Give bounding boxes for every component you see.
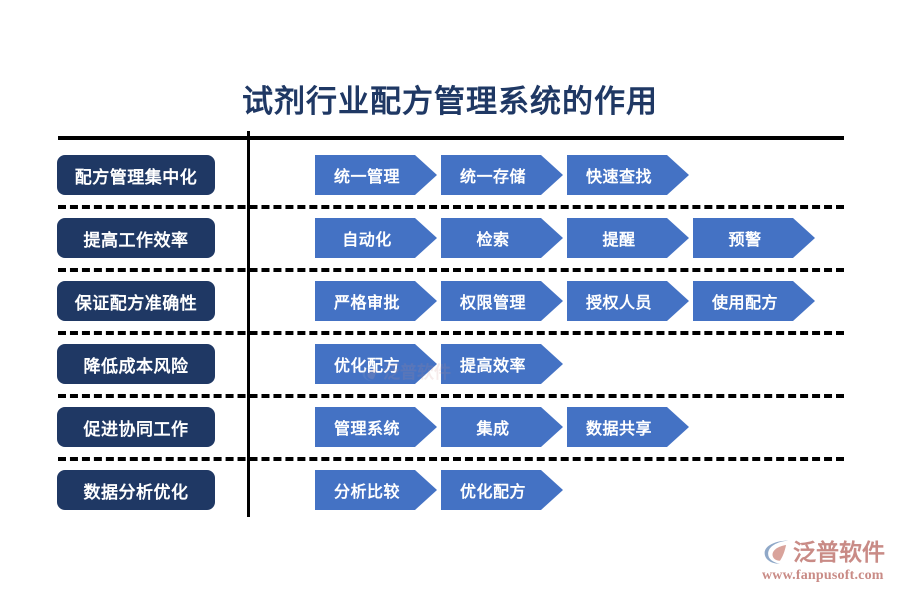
step-chevron[interactable]: 提醒 xyxy=(567,218,689,258)
step-row-6: 分析比较 优化配方 xyxy=(315,470,567,510)
step-chevron[interactable]: 快速查找 xyxy=(567,155,689,195)
step-chevron[interactable]: 权限管理 xyxy=(441,281,563,321)
step-row-2: 自动化 检索 提醒 预警 xyxy=(315,218,819,258)
row-divider-5 xyxy=(58,457,844,461)
step-chevron[interactable]: 优化配方 xyxy=(315,344,437,384)
category-label-1: 配方管理集中化 xyxy=(57,155,215,195)
row-divider-4 xyxy=(58,394,844,398)
step-chevron[interactable]: 分析比较 xyxy=(315,470,437,510)
step-row-1: 统一管理 统一存储 快速查找 xyxy=(315,155,693,195)
row-divider-1 xyxy=(58,205,844,209)
fanpu-swoosh-icon xyxy=(764,540,789,564)
step-chevron[interactable]: 检索 xyxy=(441,218,563,258)
step-chevron[interactable]: 严格审批 xyxy=(315,281,437,321)
row-divider-2 xyxy=(58,268,844,272)
step-chevron[interactable]: 提高效率 xyxy=(441,344,563,384)
brand-logo: 泛普软件 www.fanpusoft.com xyxy=(762,536,894,588)
row-divider-3 xyxy=(58,331,844,335)
category-label-4: 降低成本风险 xyxy=(57,344,215,384)
brand-name: 泛普软件 xyxy=(793,539,885,565)
category-label-6: 数据分析优化 xyxy=(57,470,215,510)
step-chevron[interactable]: 使用配方 xyxy=(693,281,815,321)
header-divider xyxy=(58,136,844,140)
step-row-4: 优化配方 提高效率 xyxy=(315,344,567,384)
step-chevron[interactable]: 统一存储 xyxy=(441,155,563,195)
step-row-5: 管理系统 集成 数据共享 xyxy=(315,407,693,447)
category-label-2: 提高工作效率 xyxy=(57,218,215,258)
step-chevron[interactable]: 自动化 xyxy=(315,218,437,258)
step-chevron[interactable]: 管理系统 xyxy=(315,407,437,447)
step-chevron[interactable]: 集成 xyxy=(441,407,563,447)
step-chevron[interactable]: 数据共享 xyxy=(567,407,689,447)
category-label-3: 保证配方准确性 xyxy=(57,281,215,321)
step-chevron[interactable]: 授权人员 xyxy=(567,281,689,321)
column-divider xyxy=(247,131,250,517)
step-chevron[interactable]: 优化配方 xyxy=(441,470,563,510)
brand-url: www.fanpusoft.com xyxy=(762,568,884,583)
step-chevron[interactable]: 预警 xyxy=(693,218,815,258)
page-title: 试剂行业配方管理系统的作用 xyxy=(242,84,658,119)
step-row-3: 严格审批 权限管理 授权人员 使用配方 xyxy=(315,281,819,321)
step-chevron[interactable]: 统一管理 xyxy=(315,155,437,195)
brand-logo-row: 泛普软件 xyxy=(762,536,894,568)
category-label-5: 促进协同工作 xyxy=(57,407,215,447)
